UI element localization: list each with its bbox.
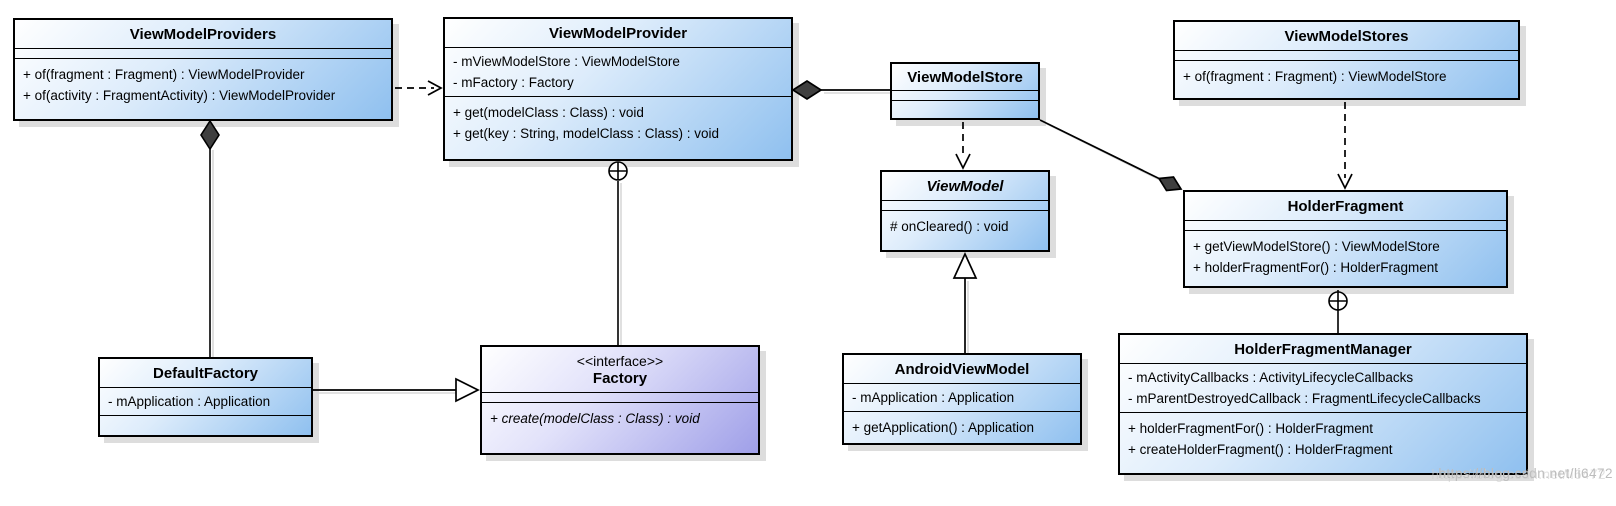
dependency-viewmodelstores-to-holderfragment: [1337, 102, 1353, 190]
stereotype-label: <<interface>>: [576, 353, 664, 369]
generalization-defaultfactory-to-factory: [313, 377, 480, 403]
attributes-compartment: [882, 201, 1048, 211]
containment-viewmodelprovider-to-factory: [608, 161, 628, 345]
dependency-viewmodelstore-to-viewmodel: [955, 122, 971, 170]
generalization-androidviewmodel-to-viewmodel: [952, 251, 978, 353]
method: + holderFragmentFor() : HolderFragment: [1193, 260, 1438, 275]
method: + create(modelClass : Class) : void: [490, 411, 700, 426]
composition-viewmodelproviders-to-defaultfactory: [200, 119, 220, 357]
attributes-compartment: - mViewModelStore : ViewModelStore - mFa…: [445, 48, 791, 97]
method: + createHolderFragment() : HolderFragmen…: [1128, 442, 1393, 457]
attributes-compartment: [1175, 51, 1518, 61]
class-name: ViewModel: [882, 172, 1048, 201]
attribute: - mActivityCallbacks : ActivityLifecycle…: [1128, 370, 1414, 385]
class-box-androidviewmodel: AndroidViewModel - mApplication : Applic…: [842, 353, 1082, 445]
class-box-viewmodelproviders: ViewModelProviders + of(fragment : Fragm…: [13, 18, 393, 121]
methods-compartment: + getApplication() : Application: [844, 412, 1080, 443]
class-name: ViewModelStore: [892, 64, 1038, 91]
attribute: - mApplication : Application: [852, 390, 1015, 405]
class-box-holderfragment: HolderFragment + getViewModelStore() : V…: [1183, 190, 1508, 288]
methods-compartment: + of(fragment : Fragment) : ViewModelPro…: [15, 59, 391, 119]
attributes-compartment: [15, 49, 391, 59]
methods-compartment: + get(modelClass : Class) : void + get(k…: [445, 97, 791, 159]
class-box-defaultfactory: DefaultFactory - mApplication : Applicat…: [98, 357, 313, 437]
methods-compartment: + getViewModelStore() : ViewModelStore +…: [1185, 231, 1506, 286]
method: + of(fragment : Fragment) : ViewModelSto…: [1183, 69, 1447, 84]
composition-viewmodelprovider-to-viewmodelstore: [791, 79, 890, 101]
class-name: AndroidViewModel: [844, 355, 1080, 384]
composition-holderfragment-to-viewmodelstore: [1039, 119, 1183, 192]
class-box-viewmodelstores: ViewModelStores + of(fragment : Fragment…: [1173, 20, 1520, 100]
attribute: - mFactory : Factory: [453, 75, 574, 90]
methods-compartment: [892, 101, 1038, 118]
methods-compartment: # onCleared() : void: [882, 211, 1048, 250]
class-box-viewmodelprovider: ViewModelProvider - mViewModelStore : Vi…: [443, 17, 793, 161]
method: + of(activity : FragmentActivity) : View…: [23, 88, 336, 103]
attributes-compartment: [482, 393, 758, 403]
attributes-compartment: [1185, 221, 1506, 231]
attributes-compartment: [892, 91, 1038, 101]
dependency-viewmodelproviders-to-viewmodelprovider: [395, 80, 443, 96]
methods-compartment: + of(fragment : Fragment) : ViewModelSto…: [1175, 61, 1518, 98]
class-box-viewmodel: ViewModel # onCleared() : void: [880, 170, 1050, 252]
class-box-factory: <<interface>> Factory + create(modelClas…: [480, 345, 760, 455]
containment-holderfragment-to-holderfragmentmanager: [1328, 290, 1348, 333]
attributes-compartment: - mApplication : Application: [100, 388, 311, 416]
class-name: HolderFragment: [1185, 192, 1506, 221]
class-name: Factory: [592, 370, 648, 387]
class-box-holderfragmentmanager: HolderFragmentManager - mActivityCallbac…: [1118, 333, 1528, 475]
method: + getViewModelStore() : ViewModelStore: [1193, 239, 1440, 254]
method: + get(key : String, modelClass : Class) …: [453, 126, 719, 141]
method: # onCleared() : void: [890, 219, 1009, 234]
attributes-compartment: - mActivityCallbacks : ActivityLifecycle…: [1120, 364, 1526, 413]
class-name: DefaultFactory: [100, 359, 311, 388]
class-name: ViewModelProviders: [15, 20, 391, 49]
class-box-viewmodelstore: ViewModelStore: [890, 62, 1040, 120]
attribute: - mParentDestroyedCallback : FragmentLif…: [1128, 391, 1481, 406]
method: + getApplication() : Application: [852, 420, 1034, 435]
attributes-compartment: - mApplication : Application: [844, 384, 1080, 412]
method: + of(fragment : Fragment) : ViewModelPro…: [23, 67, 305, 82]
method: + holderFragmentFor() : HolderFragment: [1128, 421, 1373, 436]
attribute: - mViewModelStore : ViewModelStore: [453, 54, 680, 69]
methods-compartment: + create(modelClass : Class) : void: [482, 403, 758, 453]
methods-compartment: [100, 416, 311, 435]
class-name: ViewModelProvider: [445, 19, 791, 48]
method: + get(modelClass : Class) : void: [453, 105, 644, 120]
class-title: <<interface>> Factory: [482, 347, 758, 393]
watermark-url: https://blog.csdn.net/li6472: [1438, 466, 1613, 481]
attribute: - mApplication : Application: [108, 394, 271, 409]
methods-compartment: + holderFragmentFor() : HolderFragment +…: [1120, 413, 1526, 473]
class-name: HolderFragmentManager: [1120, 335, 1526, 364]
class-name: ViewModelStores: [1175, 22, 1518, 51]
